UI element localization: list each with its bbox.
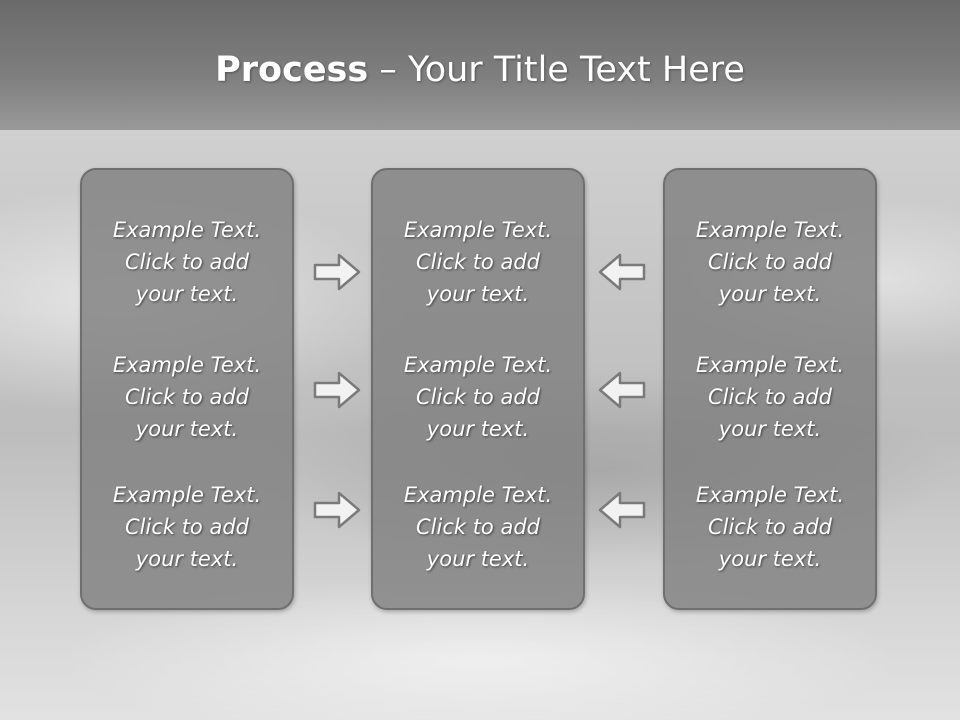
arrow-right-icon — [313, 371, 361, 409]
panel-left-text-2[interactable]: Example Text. Click to add your text. — [112, 353, 262, 441]
panel-middle-text-1[interactable]: Example Text. Click to add your text. — [403, 218, 553, 306]
arrow-left-icon — [598, 253, 646, 291]
panel-left-text-3[interactable]: Example Text. Click to add your text. — [112, 483, 262, 571]
panel-middle: Example Text. Click to add your text. Ex… — [371, 168, 585, 610]
panel-right-text-3[interactable]: Example Text. Click to add your text. — [695, 483, 845, 571]
panel-right: Example Text. Click to add your text. Ex… — [663, 168, 877, 610]
slide-title[interactable]: Process – Your Title Text Here — [0, 50, 960, 90]
panel-middle-text-2[interactable]: Example Text. Click to add your text. — [403, 353, 553, 441]
panel-middle-text-3[interactable]: Example Text. Click to add your text. — [403, 483, 553, 571]
title-rest: Your Title Text Here — [407, 50, 745, 90]
title-separator: – — [368, 50, 408, 90]
arrow-right-icon — [313, 491, 361, 529]
arrow-right-icon — [313, 253, 361, 291]
arrow-left-icon — [598, 371, 646, 409]
arrow-left-icon — [598, 491, 646, 529]
title-bar — [0, 0, 960, 130]
title-bold: Process — [215, 50, 369, 90]
panel-right-text-2[interactable]: Example Text. Click to add your text. — [695, 353, 845, 441]
panel-right-text-1[interactable]: Example Text. Click to add your text. — [695, 218, 845, 306]
panel-left-text-1[interactable]: Example Text. Click to add your text. — [112, 218, 262, 306]
panel-left: Example Text. Click to add your text. Ex… — [80, 168, 294, 610]
